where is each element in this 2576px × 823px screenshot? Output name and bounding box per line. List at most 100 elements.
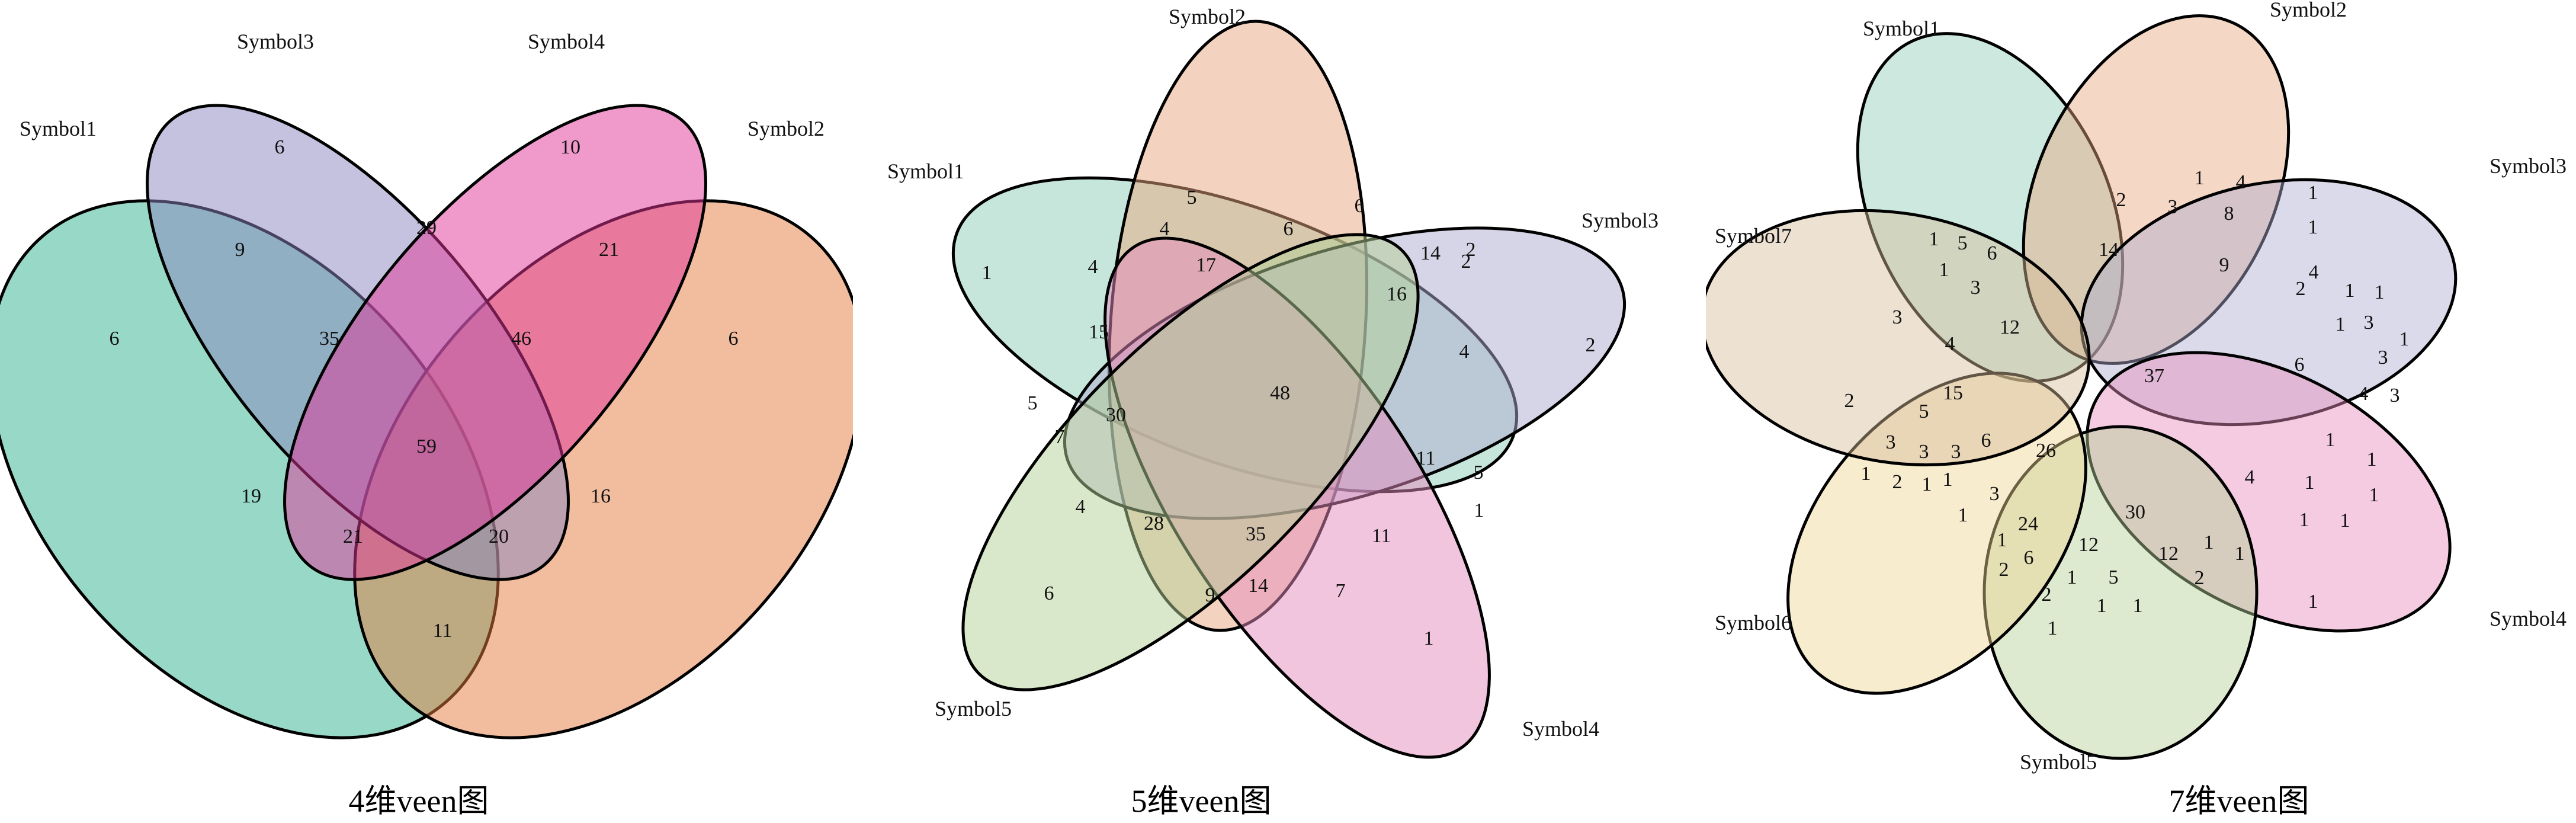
venn7-region-count: 4 [2236,171,2246,193]
venn7-region-count: 1 [1958,504,1968,526]
venn7-region-count: 1 [1861,463,1871,485]
venn7-region-count: 6 [1987,242,1997,264]
venn7-region-count: 1 [2345,280,2355,302]
venn7-region-counts: 1 4 8 1 1 2 3 14 1 5 6 9 1 4 3 12 2 1 1 … [1844,167,2410,639]
venn-diagram-5-sets: 5 6 1 4 4 6 14 2 17 16 15 4 2 48 5 30 7 … [887,5,1658,819]
venn7-region-count: 1 [2235,543,2245,565]
venn7-region-count: 1 [1929,228,1939,250]
venn5-region-count: 48 [1270,382,1290,404]
venn5-region-count: 2 [1466,239,1476,261]
venn5-set-labels: Symbol1 Symbol2 Symbol3 Symbol4 Symbol5 [887,5,1658,741]
venn7-region-count: 1 [2325,429,2336,451]
venn5-region-count: 35 [1246,523,1266,545]
venn4-region-count: 35 [319,328,339,350]
venn7-set-shapes [1706,14,2458,760]
venn5-region-count: 30 [1106,404,1126,426]
venn4-set-labels: Symbol1 Symbol2 Symbol3 Symbol4 [20,30,825,140]
venn7-region-count: 4 [2359,383,2369,405]
venn7-region-count: 14 [2099,239,2119,261]
venn7-region-count: 2 [2296,278,2306,300]
venn7-region-count: 9 [2219,254,2229,276]
venn7-region-count: 3 [1951,441,1961,463]
venn7-set-shape [1982,425,2259,760]
venn7-region-count: 2 [1999,559,2009,581]
venn7-region-count: 1 [2133,595,2143,617]
venn7-region-count: 6 [2024,547,2034,569]
venn7-set-label: Symbol5 [2020,750,2097,774]
venn-diagram-4-sets: 6 9 6 10 29 21 6 35 46 59 19 16 21 20 11… [0,30,853,819]
venn7-region-count: 5 [1958,232,1968,254]
venn5-region-count: 1 [982,262,992,284]
venn4-region-count: 29 [416,217,437,239]
venn7-set-label: Symbol7 [1715,224,1792,248]
venn4-region-counts: 6 9 6 10 29 21 6 35 46 59 19 16 21 20 11 [110,136,739,642]
venn5-region-count: 11 [1372,525,1391,547]
venn7-region-count: 3 [2168,196,2178,218]
venn4-set-label: Symbol2 [748,117,825,140]
venn7-region-count: 26 [2036,440,2056,462]
venn7-set-label: Symbol6 [1715,611,1792,635]
venn7-region-count: 6 [1981,430,1991,451]
venn4-region-count: 6 [275,136,285,158]
venn7-set-shape [2080,178,2458,427]
venn5-region-count: 1 [1474,499,1484,521]
venn7-region-count: 6 [2295,354,2305,376]
venn7-region-count: 1 [2097,595,2107,617]
venn7-region-count: 1 [2340,510,2350,531]
venn7-region-count: 3 [1919,441,1929,463]
venn5-region-count: 9 [1205,584,1215,606]
venn5-region-count: 1 [1424,627,1434,649]
venn7-region-count: 1 [2369,484,2379,506]
venn7-region-count: 1 [2195,167,2205,189]
venn7-set-shape [1856,32,2125,383]
venn4-region-count: 16 [591,485,611,507]
venn7-region-count: 1 [2308,182,2318,204]
venn5-region-count: 11 [1416,447,1436,469]
venn7-region-count: 1 [2305,472,2315,494]
venn5-set-shapes [951,20,1627,759]
venn5-region-count: 15 [1089,321,1109,343]
venn5-set-label: Symbol1 [887,159,964,183]
venn7-region-count: 2 [1892,471,1903,493]
venn5-region-count: 6 [1355,195,1365,217]
venn4-region-count: 19 [241,485,261,507]
venn7-region-count: 1 [1943,469,1953,491]
venn7-region-count: 30 [2125,501,2145,523]
venn7-region-count: 1 [2336,313,2346,335]
venn5-set-label: Symbol5 [935,697,1012,720]
venn5-set-label: Symbol4 [1522,717,1599,741]
venn7-region-count: 1 [2399,328,2410,350]
venn5-region-counts: 5 6 1 4 4 6 14 2 17 16 15 4 2 48 5 30 7 … [982,187,1596,649]
venn7-region-count: 1 [2308,591,2318,613]
venn7-region-count: 2 [2042,584,2052,606]
venn7-set-shape [2086,351,2452,633]
venn7-region-count: 3 [1990,483,2000,505]
venn7-caption: 7维veen图 [2169,783,2309,819]
venn5-region-count: 17 [1196,254,1216,276]
venn5-region-count: 2 [1586,334,1596,356]
venn5-region-count: 28 [1144,513,1164,534]
venn4-set-label: Symbol4 [528,30,605,53]
venn4-region-count: 21 [599,239,619,261]
venn5-region-count: 5 [1187,187,1197,209]
venn4-region-count: 6 [729,328,739,350]
venn4-region-count: 10 [560,136,580,158]
venn7-region-count: 1 [2367,449,2377,470]
venn7-set-labels: Symbol1 Symbol2 Symbol3 Symbol4 Symbol5 … [1715,0,2567,774]
venn7-set-shape [1706,209,2091,467]
venn7-region-count: 5 [1919,401,1929,422]
venn5-region-count: 14 [1248,575,1268,597]
venn5-set-label: Symbol3 [1581,209,1658,232]
venn5-caption: 5维veen图 [1131,783,1272,819]
venn5-region-count: 4 [1459,341,1470,363]
venn5-region-count: 5 [1474,462,1484,483]
venn4-region-count: 6 [110,328,120,350]
venn7-region-count: 24 [2018,513,2038,535]
venn5-region-count: 6 [1284,218,1294,240]
venn7-region-count: 1 [2375,281,2385,303]
venn4-caption: 4维veen图 [349,783,489,819]
venn7-region-count: 2 [2195,567,2205,589]
venn5-region-count: 6 [1044,582,1054,604]
venn7-region-count: 8 [2224,203,2234,225]
venn7-set-label: Symbol2 [2270,0,2347,21]
